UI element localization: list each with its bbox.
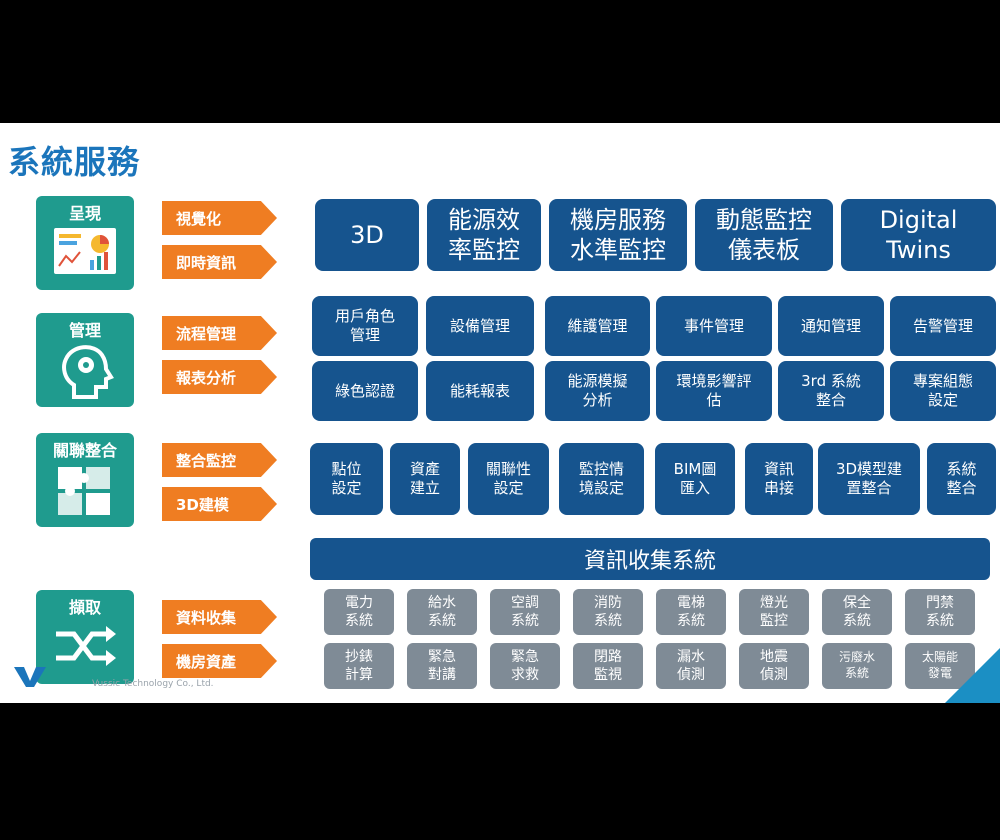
box-service-level: 機房服務 水準監控 — [549, 199, 687, 271]
arrow-process: 流程管理 — [162, 316, 277, 350]
category-management: 管理 — [36, 313, 134, 407]
gray-meter: 抄錶 計算 — [324, 643, 394, 689]
gray-water: 給水 系統 — [407, 589, 477, 635]
category-label: 關聯整合 — [52, 441, 117, 460]
footer-company: Vussic Technology Co., Ltd. — [92, 679, 214, 689]
category-integration: 關聯整合 — [36, 433, 134, 527]
dashboard-chart-icon — [54, 228, 116, 274]
slide: 系統服務 呈現 管理 關聯整合 — [0, 123, 1000, 703]
head-gear-icon — [62, 345, 114, 399]
box-relation-setting: 關聯性 設定 — [468, 443, 549, 515]
page-title: 系統服務 — [8, 143, 141, 181]
arrow-assets: 機房資產 — [162, 644, 277, 678]
box-3rd-integration: 3rd 系統 整合 — [778, 361, 884, 421]
gray-power: 電力 系統 — [324, 589, 394, 635]
box-energy-report: 能耗報表 — [426, 361, 534, 421]
box-alarm: 告警管理 — [890, 296, 996, 356]
gray-access: 門禁 系統 — [905, 589, 975, 635]
arrow-data-collection: 資料收集 — [162, 600, 277, 634]
gray-sos: 緊急 求救 — [490, 643, 560, 689]
box-digital-twins: Digital Twins — [841, 199, 996, 271]
box-info-link: 資訊 串接 — [745, 443, 813, 515]
box-maintenance: 維護管理 — [545, 296, 650, 356]
gray-cctv: 閉路 監視 — [573, 643, 643, 689]
box-bim-import: BIM圖 匯入 — [655, 443, 735, 515]
arrow-visualization: 視覺化 — [162, 201, 277, 235]
category-capture: 擷取 — [36, 590, 134, 684]
box-device-mgmt: 設備管理 — [426, 296, 534, 356]
box-dashboard: 動態監控 儀表板 — [695, 199, 833, 271]
box-energy-efficiency: 能源效 率監控 — [427, 199, 541, 271]
box-3d-model-integration: 3D模型建 置整合 — [818, 443, 920, 515]
gray-intercom: 緊急 對講 — [407, 643, 477, 689]
collection-banner: 資訊收集系統 — [310, 538, 990, 580]
category-display: 呈現 — [36, 196, 134, 290]
box-environment-impact: 環境影響評 估 — [656, 361, 772, 421]
arrow-3d-model: 3D建模 — [162, 487, 277, 521]
box-energy-simulation: 能源模擬 分析 — [545, 361, 650, 421]
corner-decoration — [945, 648, 1000, 703]
gray-wastewater: 污廢水 系統 — [822, 643, 892, 689]
box-notification: 通知管理 — [778, 296, 884, 356]
box-point-setting: 點位 設定 — [310, 443, 383, 515]
box-user-roles: 用戶角色 管理 — [312, 296, 418, 356]
box-system-integration: 系統 整合 — [927, 443, 996, 515]
arrow-monitor: 整合監控 — [162, 443, 277, 477]
gray-earthquake: 地震 偵測 — [739, 643, 809, 689]
box-green-cert: 綠色認證 — [312, 361, 418, 421]
arrow-realtime: 即時資訊 — [162, 245, 277, 279]
gray-lighting: 燈光 監控 — [739, 589, 809, 635]
category-label: 擷取 — [68, 598, 101, 617]
box-3d: 3D — [315, 199, 419, 271]
box-project-config: 專案組態 設定 — [890, 361, 996, 421]
gray-security: 保全 系統 — [822, 589, 892, 635]
gray-solar: 太陽能 發電 — [905, 643, 975, 689]
gray-hvac: 空調 系統 — [490, 589, 560, 635]
category-label: 管理 — [68, 321, 101, 340]
shuffle-icon — [56, 626, 116, 666]
box-scenario-setting: 監控情 境設定 — [559, 443, 644, 515]
company-logo — [14, 667, 46, 687]
arrow-report: 報表分析 — [162, 360, 277, 394]
box-asset-creation: 資產 建立 — [390, 443, 460, 515]
box-event: 事件管理 — [656, 296, 772, 356]
category-label: 呈現 — [68, 204, 101, 223]
puzzle-icon — [58, 467, 110, 515]
gray-leak: 漏水 偵測 — [656, 643, 726, 689]
gray-fire: 消防 系統 — [573, 589, 643, 635]
gray-elevator: 電梯 系統 — [656, 589, 726, 635]
